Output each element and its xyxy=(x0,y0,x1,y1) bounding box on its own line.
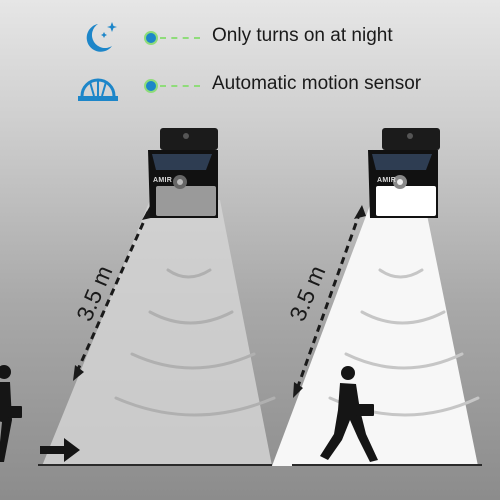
feature-label-motion: Automatic motion sensor xyxy=(212,73,422,94)
feature-bullet-dot xyxy=(144,31,158,45)
distance-arrow-right xyxy=(293,205,366,398)
motion-waves-left xyxy=(114,268,276,417)
solar-lamp-left xyxy=(148,128,218,218)
person-right xyxy=(320,366,378,462)
person-left xyxy=(0,365,22,462)
feature-row-motion: Automatic motion sensor xyxy=(0,66,500,106)
brand-label-right: AMIR xyxy=(377,177,397,184)
feature-bullet-dot xyxy=(144,79,158,93)
moon-stars-icon xyxy=(86,22,117,52)
walking-arrow xyxy=(40,438,80,462)
light-cone-left xyxy=(42,200,272,466)
feature-label-night: Only turns on at night xyxy=(212,25,393,46)
feature-connector-line xyxy=(160,85,200,87)
feature-row-night: Only turns on at night xyxy=(0,18,500,58)
solar-lamp-right xyxy=(368,128,440,218)
light-cone-right xyxy=(272,200,478,466)
feature-connector-line xyxy=(160,37,200,39)
brand-label-left: AMIR xyxy=(153,177,173,184)
motion-sensor-dome-icon xyxy=(78,78,118,101)
